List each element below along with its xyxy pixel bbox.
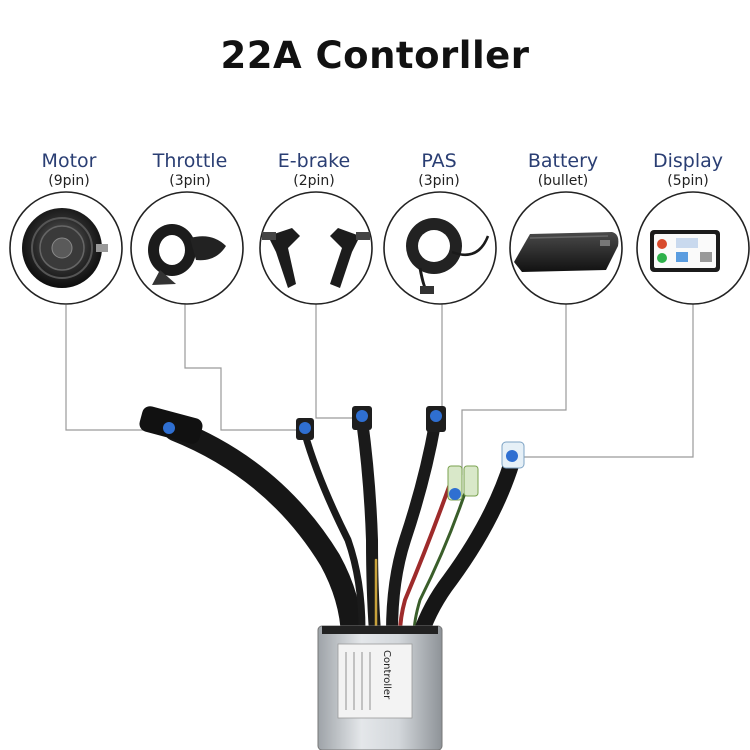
sticker-spec-lines [345,652,371,710]
pas-label: PAS [421,150,457,172]
throttle-label: Throttle [152,150,228,172]
display-label-group: Display (5pin) [628,150,748,190]
controller-sticker-label: Controller [381,650,392,700]
motor-cable [164,419,363,651]
controller-cables [164,414,520,651]
display-pins: (5pin) [667,173,709,189]
pas-pins: (3pin) [418,173,460,189]
battery-circle [509,191,623,305]
pas-sensor-icon [406,218,490,294]
controller-box: Controller [317,625,443,750]
display-circle [636,191,750,305]
throttle-cable [301,430,366,634]
controller-sticker [337,643,413,719]
battery-leader-line [461,302,567,475]
motor-circle [9,191,123,305]
hub-motor-icon [22,208,108,288]
throttle-leader-line [184,302,300,431]
display-cable [412,454,520,644]
ebrake-pins: (2pin) [293,173,335,189]
red-wire [398,482,452,636]
motor-label: Motor [41,150,97,172]
battery-pack-icon [514,232,619,272]
pas-cable [386,418,441,638]
battery-connector [447,465,479,501]
motor-leader-line [65,305,150,431]
pas-label-group: PAS (3pin) [379,150,499,190]
lcd-display-icon [650,230,720,272]
motor-connector [139,406,203,444]
ebrake-label: E-brake [277,150,351,172]
battery-pins: (bullet) [537,173,589,189]
brake-levers-icon [262,228,370,288]
green-wire [412,476,472,636]
pas-connector [426,406,446,432]
ebrake-label-group: E-brake (2pin) [254,150,374,190]
ebrake-leader-line [315,302,352,419]
throttle-label-group: Throttle (3pin) [130,150,250,190]
throttle-circle [130,191,244,305]
connectors [139,406,525,501]
thumb-throttle-icon [148,224,226,285]
ebrake-circle [259,191,373,305]
leader-lines [65,302,694,475]
pas-circle [383,191,497,305]
display-connector [501,441,525,469]
ebrake-cable [356,414,381,638]
diagram-title: 22A Contorller [220,34,530,77]
battery-label-group: Battery (bullet) [503,150,623,190]
motor-label-group: Motor (9pin) [9,150,129,190]
ebrake-connector [352,406,372,430]
throttle-connector [296,418,314,440]
battery-label: Battery [527,150,599,172]
throttle-pins: (3pin) [169,173,211,189]
display-leader-line [522,302,694,458]
motor-pins: (9pin) [48,173,90,189]
display-label: Display [652,150,724,172]
